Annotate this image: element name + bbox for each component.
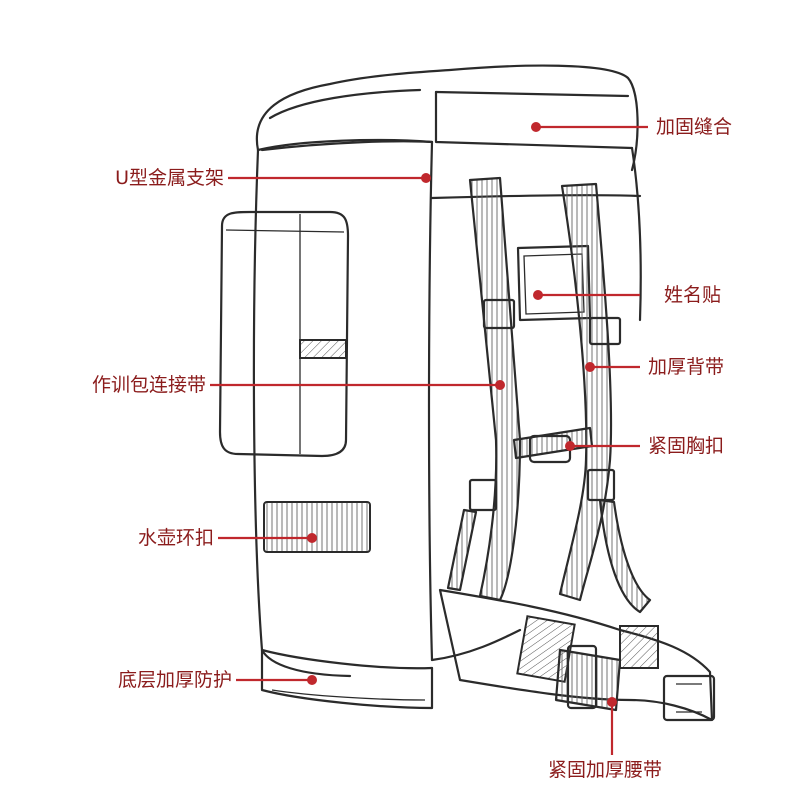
bottle-loop-strap xyxy=(263,501,371,553)
label-training-bag-strap: 作训包连接带 xyxy=(91,374,206,396)
label-waist-belt: 紧固加厚腰带 xyxy=(548,759,663,781)
shoulder-straps xyxy=(446,176,652,614)
label-padded-shoulder-strap: 加厚背带 xyxy=(648,356,725,378)
label-name-patch: 姓名贴 xyxy=(664,284,722,306)
side-pouch xyxy=(218,210,350,458)
marker-chest-buckle xyxy=(565,441,575,451)
label-u-frame: U型金属支架 xyxy=(115,167,224,189)
marker-bottle-loop xyxy=(307,533,317,543)
label-bottle-loop: 水壶环扣 xyxy=(137,527,214,549)
marker-shoulder-strap xyxy=(585,362,595,372)
label-bottom-padding: 底层加厚防护 xyxy=(117,669,232,691)
marker-u-frame xyxy=(421,173,431,183)
marker-training-bag-strap xyxy=(495,380,505,390)
marker-waist-belt xyxy=(607,697,617,707)
marker-name-patch xyxy=(533,290,543,300)
backpack-body xyxy=(252,64,642,710)
label-reinforced-seam: 加固缝合 xyxy=(656,116,733,138)
marker-bottom-padding xyxy=(307,675,317,685)
label-chest-buckle: 紧固胸扣 xyxy=(648,435,725,457)
waist-belt xyxy=(438,588,716,722)
marker-reinforced-seam xyxy=(531,122,541,132)
